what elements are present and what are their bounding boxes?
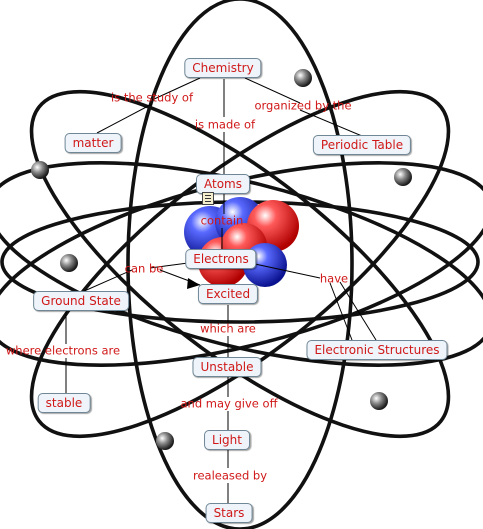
link-where-electrons-are: where electrons are — [5, 343, 121, 358]
link-realeased-by: realeased by — [192, 468, 268, 483]
link-which-are: which are — [200, 321, 256, 336]
electron — [60, 254, 78, 272]
electron — [294, 69, 312, 87]
electrons — [31, 69, 412, 450]
concept-atoms[interactable]: Atoms — [196, 174, 250, 194]
orbit-tilt-a — [0, 161, 483, 367]
link-contain: contain — [200, 213, 244, 228]
concept-chemistry[interactable]: Chemistry — [184, 58, 262, 78]
link-can-be: can be — [124, 261, 164, 276]
arrowhead — [187, 278, 200, 289]
connectors — [65, 77, 377, 503]
nucleus — [184, 197, 299, 287]
concept-stable[interactable]: stable — [37, 393, 91, 413]
link-is-made-of: is made of — [194, 117, 256, 132]
concept-unstable[interactable]: Unstable — [192, 357, 262, 377]
orbit-vertical — [126, 0, 354, 529]
concept-matter[interactable]: matter — [64, 133, 122, 153]
electron — [31, 161, 49, 179]
electron — [370, 392, 388, 410]
link-organized-by-the: organized by the — [254, 98, 352, 113]
concept-periodic-table[interactable]: Periodic Table — [312, 135, 412, 155]
electron — [394, 168, 412, 186]
concept-excited[interactable]: Excited — [197, 284, 259, 304]
concept-ground-state[interactable]: Ground State — [33, 291, 129, 311]
concept-electronic-structures[interactable]: Electronic Structures — [306, 340, 448, 360]
concept-light[interactable]: Light — [204, 430, 250, 450]
concept-electrons[interactable]: Electrons — [185, 249, 257, 269]
link-have: have — [319, 271, 349, 286]
concept-stars[interactable]: Stars — [205, 503, 253, 523]
electron — [156, 432, 174, 450]
link-is-the-study-of: is the study of — [110, 90, 194, 105]
document-icon[interactable] — [202, 192, 214, 205]
link-and-may-give-off: and may give off — [180, 396, 278, 411]
